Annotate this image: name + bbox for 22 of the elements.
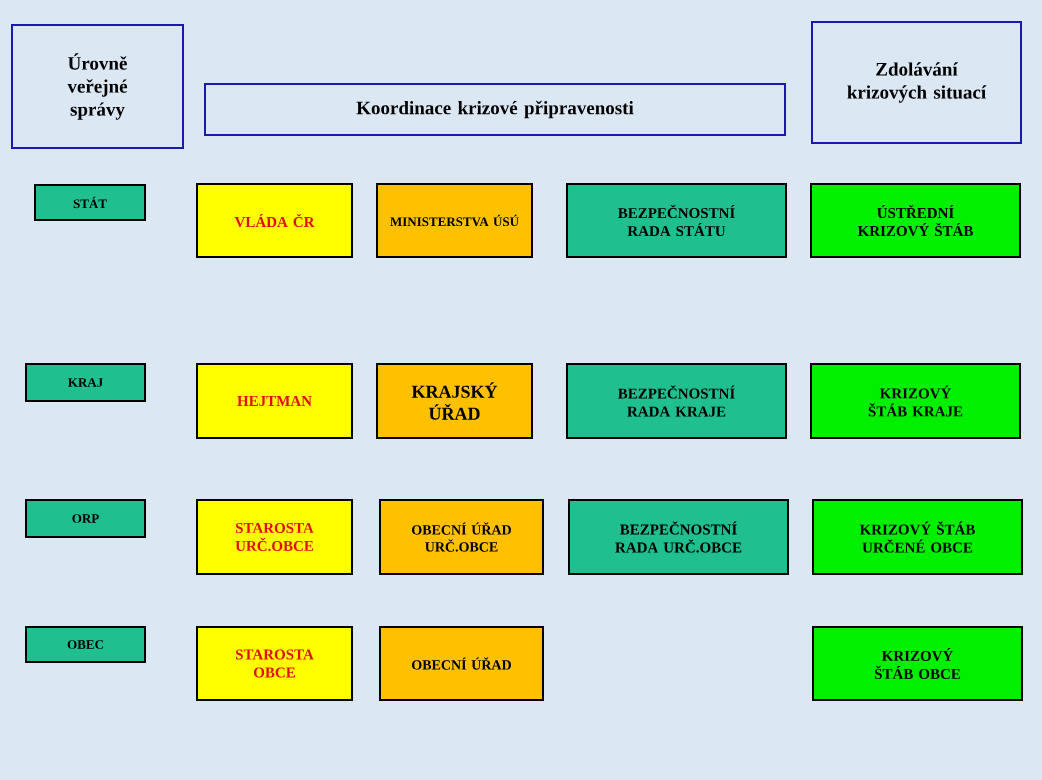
level-box: ORP [25,499,146,538]
level-box: STÁT [34,184,146,221]
authority-box: VLÁDA ČR [196,183,353,258]
level-box: KRAJ [25,363,146,402]
council-box: BEZPEČNOSTNÍ RADA URČ.OBCE [568,499,789,575]
level-box: OBEC [25,626,146,663]
council-box: BEZPEČNOSTNÍ RADA KRAJE [566,363,787,439]
authority-box: STAROSTA URČ.OBCE [196,499,353,575]
header-box: Úrovně veřejné správy [11,24,184,149]
header-box: Zdolávání krizových situací [811,21,1022,144]
header-box: Koordinace krizové připravenosti [204,83,786,136]
office-box: MINISTERSTVA ÚSÚ [376,183,533,258]
authority-box: STAROSTA OBCE [196,626,353,701]
crisis-staff-box: KRIZOVÝ ŠTÁB URČENÉ OBCE [812,499,1023,575]
council-box: BEZPEČNOSTNÍ RADA STÁTU [566,183,787,258]
office-box: KRAJSKÝ ÚŘAD [376,363,533,439]
office-box: OBECNÍ ÚŘAD [379,626,544,701]
office-box: OBECNÍ ÚŘAD URČ.OBCE [379,499,544,575]
crisis-staff-box: ÚSTŘEDNÍ KRIZOVÝ ŠTÁB [810,183,1021,258]
crisis-staff-box: KRIZOVÝ ŠTÁB KRAJE [810,363,1021,439]
crisis-staff-box: KRIZOVÝ ŠTÁB OBCE [812,626,1023,701]
authority-box: HEJTMAN [196,363,353,439]
